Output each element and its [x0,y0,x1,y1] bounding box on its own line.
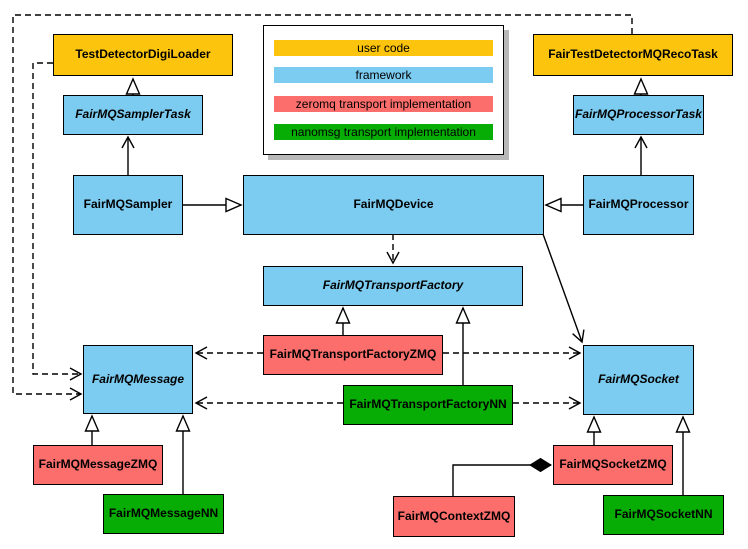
class-fairmqtransportfactory: FairMQTransportFactory [263,266,523,306]
class-fairmqsocketnn: FairMQSocketNN [603,495,724,535]
class-fairmqmessagezmq: FairMQMessageZMQ [33,445,163,485]
edge-contextzmq-composed-in-socketzmq [452,457,552,496]
legend-item-zeromq: zeromq transport implementation [274,96,493,112]
class-fairtestdetectormqrecotask: FairTestDetectorMQRecoTask [533,34,733,76]
class-fairmqsocket: FairMQSocket [583,345,694,415]
class-testdetectordigiloader: TestDetectorDigiLoader [53,34,233,76]
class-fairmqprocessor: FairMQProcessor [583,175,694,235]
legend-item-nanomsg: nanomsg transport implementation [274,124,493,140]
class-fairmqmessagenn: FairMQMessageNN [103,494,224,534]
class-fairmqcontextzmq: FairMQContextZMQ [393,496,515,537]
class-fairmqprocessortask: FairMQProcessorTask [573,95,704,135]
legend-item-framework: framework [274,67,493,83]
class-fairmqsamplertask: FairMQSamplerTask [63,95,203,135]
legend-item-user-code: user code [274,40,493,56]
edge-recotask-depends-message [12,14,633,401]
class-fairmqtransportfactorynn: FairMQTransportFactoryNN [343,385,513,425]
class-fairmqmessage: FairMQMessage [83,345,193,414]
class-fairmqsampler: FairMQSampler [73,175,183,235]
edge-device-uses-socket [542,233,585,344]
class-fairmqsocketzmq: FairMQSocketZMQ [553,445,673,485]
legend-box: user code framework zeromq transport imp… [263,25,504,155]
class-fairmqtransportfactoryzmq: FairMQTransportFactoryZMQ [263,335,443,375]
class-fairmqdevice: FairMQDevice [243,175,544,235]
edge-digiloader-depends-message [32,62,83,381]
